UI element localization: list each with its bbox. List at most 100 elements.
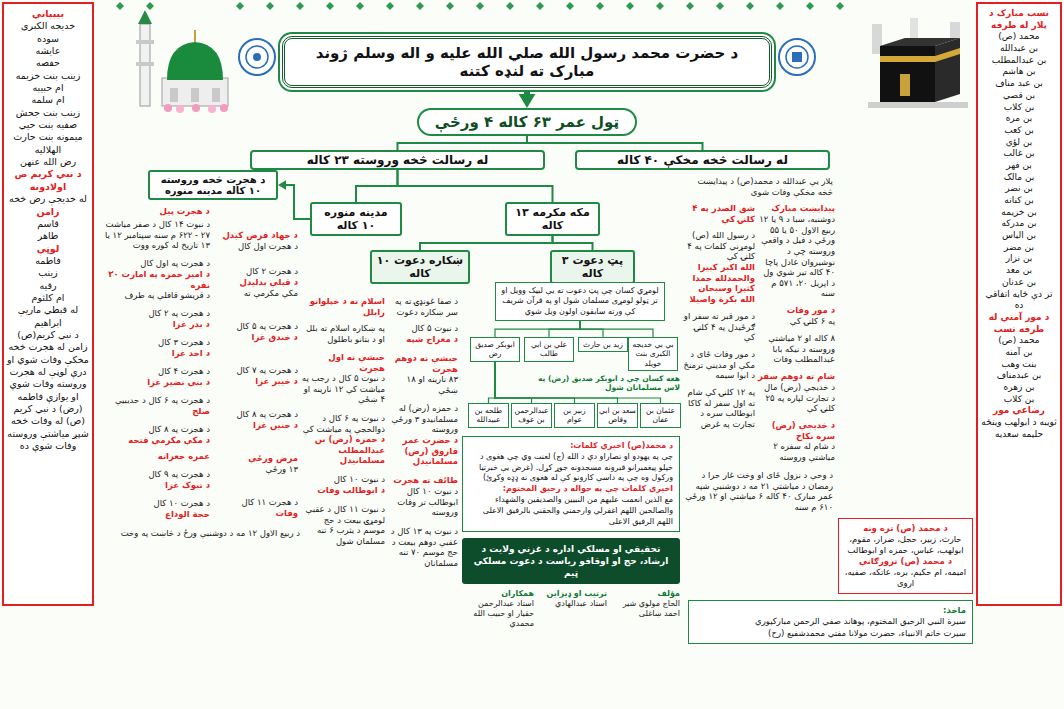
node-text: نسب مبارک د پلار له طرفه bbox=[981, 8, 1057, 31]
timeline-label: د خیبر غزا bbox=[213, 376, 298, 387]
timeline-label: د مور وفات ځای د مکې او مدینې ترمنځ د اب… bbox=[683, 349, 755, 381]
person-box: عثمان بن عفان bbox=[640, 403, 681, 428]
timeline-label: د خندق غزا bbox=[213, 332, 298, 343]
period-band: له رسالت څخه مخکې ۴۰ کاله bbox=[575, 150, 830, 170]
connector-line bbox=[398, 136, 528, 150]
node-text: قاسم bbox=[7, 218, 89, 230]
node-text: خدیجه الکبری bbox=[7, 20, 89, 32]
node-text: له رسالت څخه وروسته ۲۳ کاله bbox=[258, 153, 537, 167]
node-text: بیبیاني bbox=[7, 8, 89, 20]
node-text: بن عبدالمطلب bbox=[981, 55, 1057, 67]
node-text: بن فهر bbox=[981, 160, 1057, 172]
node-text: بن نزار bbox=[981, 253, 1057, 265]
node-text: سعد بن ابي وقاص bbox=[599, 406, 636, 425]
node-text: له قبطي ماریې bbox=[7, 304, 89, 316]
period-band: له رسالت څخه وروسته ۲۳ کاله bbox=[250, 150, 545, 170]
timeline-label: د هجرت په اول کال bbox=[100, 258, 210, 269]
timeline-label: ۸۳ نارینه او ۱۸ ښځې bbox=[388, 374, 458, 395]
timeline-label: د هجرت ۱۰ کال bbox=[100, 498, 210, 509]
timeline-label: د هجرت ۳ کال bbox=[100, 337, 210, 348]
node-text: بن مالک bbox=[981, 172, 1057, 184]
node-text: د محمد (ص) ترورګانې bbox=[844, 556, 967, 567]
timeline-label: طائف ته هجرت bbox=[388, 475, 458, 486]
node-text: چې په یهودو او نصاراو دې د الله (ج) لعنت… bbox=[469, 452, 673, 484]
timeline-label: هغه کسان چې د ابوبکر صدیق (رض) په لاس مس… bbox=[525, 374, 680, 393]
timeline-label: د احد غزا bbox=[100, 348, 210, 359]
timeline-label: د مور وفات bbox=[758, 305, 835, 316]
node-text: حلیمه سعدیه bbox=[981, 429, 1057, 441]
node-text: ټول عمر ۶۳ کاله ۴ ورځې bbox=[427, 113, 627, 131]
timeline-label: د وحې د نزول ځای او وخت غار حرا د رمضان … bbox=[683, 470, 833, 513]
node-text: حفصه bbox=[7, 57, 89, 69]
connector-line bbox=[489, 362, 496, 403]
node-text: عبدالرحمن بن عوف bbox=[513, 406, 550, 425]
node-text: بن کنانه bbox=[981, 195, 1057, 207]
node-text: مع الذین انعمت علیهم من النبیین والصدیقی… bbox=[469, 495, 673, 527]
person-box: علي بن ابي طالب bbox=[524, 337, 574, 362]
timeline-label: الله اکبر کبیرا والحمدلله حمدا کثیرا وسب… bbox=[683, 262, 755, 305]
timeline-label: د حمزه (رض) له مسلمانیدو ۳ ورځې وروسته bbox=[388, 403, 458, 435]
timeline-label: د هجرت پیل bbox=[100, 206, 210, 217]
connector bbox=[356, 170, 398, 202]
timeline-label: د امیر حمزه په امارت ۳۰ نفره bbox=[100, 269, 210, 290]
connector-line bbox=[495, 321, 580, 337]
timeline-label: د هجرت په ۶ کال د حدیبیې bbox=[100, 395, 210, 406]
timeline-label: د نبوت ۱۰ کال bbox=[300, 474, 385, 485]
timeline-label: د قریشو قافلې په طرف bbox=[100, 290, 210, 301]
timeline-label: پلار یې عبدالله د محمد(ص) د پیدایښت څخه … bbox=[683, 176, 833, 197]
timeline-label: د خدیجې (رض) مال د تجارت لپاره په ۲۵ کلن… bbox=[758, 382, 835, 414]
node-text: میمونه بنت حارث الهلالیه bbox=[7, 131, 89, 156]
node-text: د نبي کریم ص اولادونه bbox=[7, 168, 89, 193]
connector-line bbox=[420, 236, 553, 250]
node-text: طلحه بن عبیدالله bbox=[470, 406, 507, 425]
node-text: عثمان بن عفان bbox=[642, 406, 679, 425]
timeline-label: پیدایښت مبارک bbox=[758, 203, 835, 214]
node-text: ابوبکر صدیق رض bbox=[472, 340, 518, 359]
connector bbox=[398, 136, 528, 150]
timeline-label: مؤلف bbox=[612, 589, 680, 599]
node-text: بن قصي bbox=[981, 90, 1057, 102]
node-text: زینب بنت خزیمه bbox=[7, 70, 89, 82]
node-text: لوڼې bbox=[7, 243, 89, 255]
timeline-label: وفات bbox=[213, 508, 298, 519]
timeline-label: د شام له سفره ۲ میاشتې وروسته bbox=[758, 441, 835, 462]
timeline-label: د خدیجې (رض) سره نکاح bbox=[758, 420, 835, 441]
person-box: عبدالرحمن بن عوف bbox=[511, 403, 552, 428]
connector-line bbox=[580, 321, 603, 337]
relatives-box: د محمد (ص) تره ونهحارث، زبیر، حجل، ضرار،… bbox=[838, 518, 973, 594]
node-text: بن آمنه bbox=[981, 347, 1057, 359]
person-box: زید بن حارث bbox=[578, 337, 628, 352]
timeline-label: عمره جعرانه bbox=[100, 451, 210, 462]
timeline-label: د هجرت په ۵ کال bbox=[213, 321, 298, 332]
timeline-label: حبشې ته اول هجرت bbox=[300, 352, 385, 373]
arrow-head bbox=[278, 180, 286, 190]
timeline-label: د قبلې بدلیدل bbox=[213, 277, 298, 288]
connector-line bbox=[527, 136, 703, 150]
timeline-label: په ښکاره اسلام ته بلل او د بتانو باطلول bbox=[300, 323, 385, 344]
timeline-label: د نبوت ۱۰ کال ابوطالب تر وفات وروسته bbox=[388, 486, 458, 518]
timeline-label: د مکې مکرمې فتحه bbox=[100, 435, 210, 446]
timeline-label: د هجرت په ۹ کال bbox=[100, 469, 210, 480]
node-text: بن کلاب bbox=[981, 102, 1057, 114]
person-box: ابوبکر صدیق رض bbox=[470, 337, 520, 362]
timeline-label: د نبوت ۵ کال د رجب په میاشت کې ۱۲ نارینه… bbox=[300, 373, 385, 405]
node-text: بن خزیمه bbox=[981, 207, 1057, 219]
timeline-label: صلح bbox=[100, 406, 210, 417]
node-text: زینب bbox=[7, 267, 89, 279]
note-box: لومړي کسان چې پټ دعوت ته یې لبیک وویل او… bbox=[495, 282, 665, 321]
timeline-label: د نبوت په ۱۳ کال د عقبې دوهم بیعت د حج م… bbox=[388, 526, 458, 569]
node-text: د هجرت څخه وروسته ۱۰ کاله مدینه منوره bbox=[154, 174, 272, 196]
lineage-panel: نسب مبارک د پلار له طرفهمحمد (ص)بن عبدال… bbox=[976, 2, 1062, 606]
connector-line bbox=[356, 170, 398, 202]
timeline-label: اسلام ته د خپلوانو رابلل bbox=[300, 296, 385, 317]
connector bbox=[420, 236, 553, 250]
sources-box: ماخذ:سیرة النبي الرحیق المختوم، پوهاند ص… bbox=[688, 600, 973, 644]
timeline-label: د ابوطالب وفات bbox=[300, 485, 385, 496]
dawah-box: ښکاره دعوت ۱۰ کاله bbox=[370, 250, 470, 284]
node-text: بن الیاس bbox=[981, 230, 1057, 242]
place-box: مکه مکرمه ۱۳ کاله bbox=[505, 202, 600, 236]
family-panel: بیبیانيخدیجه الکبریسودهعایشهحفصهزینب بنت… bbox=[2, 2, 94, 606]
timeline-label: د هجرت په ۲ کال bbox=[100, 308, 210, 319]
node-text: ابراهیم bbox=[7, 317, 89, 329]
node-text: ام حبیبه bbox=[7, 82, 89, 94]
